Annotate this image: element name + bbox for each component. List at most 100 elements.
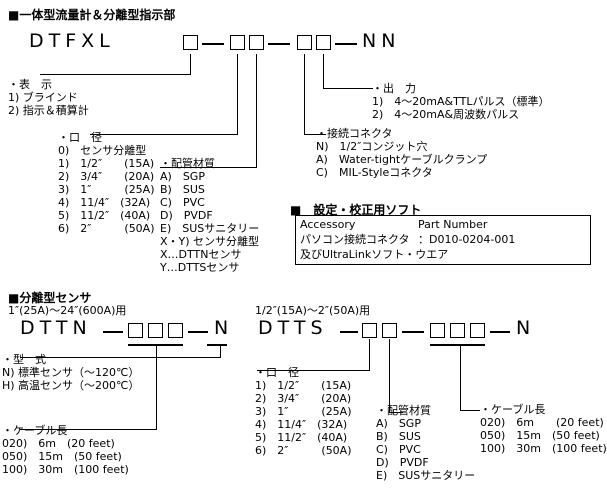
cable-item: 100) 30m (100 feet) bbox=[2, 463, 129, 476]
display-title: ・表 示 bbox=[8, 78, 52, 91]
dtts-subtitle: 1/2″(15A)～2″(50A)用 bbox=[255, 304, 371, 317]
type-underline bbox=[207, 344, 227, 346]
cable-item: 050) 15m (50 feet) bbox=[480, 429, 600, 442]
dash bbox=[335, 43, 357, 45]
pipe-material-item: D) PVDF bbox=[160, 209, 213, 222]
cable-item: 100) 30m (100 feet) bbox=[480, 442, 607, 455]
cable-title: ・ケーブル長 bbox=[2, 424, 68, 437]
dtfxl-code-suffix: NN bbox=[362, 30, 401, 52]
section1-heading: ■一体型流量計＆分離型指示部 bbox=[8, 8, 176, 22]
bore-item: 2) 3/4″ (20A) bbox=[58, 170, 155, 183]
pipe-material-item: A) SGP bbox=[376, 417, 421, 430]
bore-title: ・口 径 bbox=[58, 131, 102, 144]
bore-item: 0) センサ分離型 bbox=[58, 144, 147, 157]
dtts-code-suffix: N bbox=[516, 317, 536, 339]
dtts-cable-box-1 bbox=[430, 323, 445, 338]
line bbox=[460, 410, 480, 411]
accessory-row2-name: 及びUltraLinkソフト・ウエア bbox=[300, 248, 449, 261]
dash bbox=[490, 331, 510, 333]
line bbox=[389, 339, 390, 412]
line bbox=[304, 134, 326, 135]
cable-underline bbox=[128, 344, 183, 346]
bore-item: 4) 11/4″ (32A) bbox=[58, 196, 151, 209]
type-title: ・型 式 bbox=[2, 353, 46, 366]
dttn-subtitle: 1″(25A)～24″(600A)用 bbox=[8, 304, 127, 317]
bore-item: 6) 2″ (50A) bbox=[255, 444, 352, 457]
bore-item: 1) 1/2″ (15A) bbox=[255, 379, 352, 392]
pipe-material-item: A) SGP bbox=[160, 170, 205, 183]
output-group: ・出 力 1) 4～20mA&TTLパルス（標準） 2) 4～20mA&周波数パ… bbox=[372, 82, 549, 121]
dtts-code-prefix: DTTS bbox=[258, 317, 328, 339]
output-box bbox=[316, 35, 331, 50]
type-item: N) 標準センサ（～120℃） bbox=[2, 366, 140, 379]
dtts-cable-box-3 bbox=[470, 323, 485, 338]
line bbox=[20, 357, 221, 358]
line bbox=[90, 134, 238, 135]
bore-group: ・口 径 0) センサ分離型 1) 1/2″ (15A) 2) 3/4″ (20… bbox=[58, 131, 155, 235]
dtts-material-group: ・配管材質 A) SGP B) SUS C) PVC D) PVDF E) SU… bbox=[376, 404, 475, 482]
bore-item: 2) 3/4″ (20A) bbox=[255, 392, 352, 405]
bore-title: ・口 径 bbox=[255, 366, 299, 379]
display-group: ・表 示 1) ブラインド 2) 指示＆積算計 bbox=[8, 78, 89, 117]
line bbox=[323, 88, 373, 89]
dtts-bore-group: ・口 径 1) 1/2″ (15A) 2) 3/4″ (20A) 3) 1″ (… bbox=[255, 366, 352, 457]
dtts-cable-group: ・ケーブル長 020) 6m (20 feet) 050) 15m (50 fe… bbox=[480, 403, 607, 455]
accessory-table: Accessory Part Number パソコン接続コネクタ ：D010-0… bbox=[295, 215, 591, 265]
dttn-box-2 bbox=[148, 323, 163, 338]
bore-item: 5) 11/2″ (40A) bbox=[255, 431, 348, 444]
dash bbox=[340, 331, 358, 333]
type-item: H) 高温センサ（～200℃） bbox=[2, 379, 140, 392]
dttn-code-prefix: DTTN bbox=[20, 317, 92, 339]
cable-item: 020) 6m (20 feet) bbox=[2, 437, 115, 450]
pipe-material-item: B) SUS bbox=[376, 430, 421, 443]
cable-title: ・ケーブル長 bbox=[480, 403, 546, 416]
accessory-row1-name: パソコン接続コネクタ bbox=[300, 233, 410, 246]
output-item: 1) 4～20mA&TTLパルス（標準） bbox=[372, 95, 550, 108]
bore-item: 1) 1/2″ (15A) bbox=[58, 157, 155, 170]
dash bbox=[402, 331, 424, 333]
line bbox=[20, 429, 157, 430]
line bbox=[156, 345, 157, 429]
display-item: 2) 指示＆積算計 bbox=[8, 104, 89, 117]
line bbox=[460, 345, 461, 410]
settings-heading: ■ 設定・校正用ソフト bbox=[290, 203, 422, 217]
type-group: ・型 式 N) 標準センサ（～120℃） H) 高温センサ（～200℃） bbox=[2, 353, 139, 392]
line bbox=[40, 74, 191, 75]
display-item: 1) ブラインド bbox=[8, 91, 78, 104]
bore-item: 5) 11/2″ (40A) bbox=[58, 209, 151, 222]
cable-item: 050) 15m (50 feet) bbox=[2, 450, 122, 463]
output-title: ・出 力 bbox=[372, 82, 416, 95]
connector-group: ・接続コネクタ N) 1/2″コンジット穴 A) Water-tightケーブル… bbox=[316, 127, 487, 179]
connector-item: A) Water-tightケーブルクランプ bbox=[316, 153, 488, 166]
dttn-box-1 bbox=[128, 323, 143, 338]
dtts-cable-box-2 bbox=[450, 323, 465, 338]
line bbox=[160, 167, 257, 168]
line bbox=[323, 54, 324, 88]
pipe-material-item: D) PVDF bbox=[376, 456, 429, 469]
pipe-material-item: C) PVC bbox=[376, 443, 421, 456]
pipe-material-item: Y…DTTSセンサ bbox=[160, 261, 240, 274]
line bbox=[257, 370, 370, 371]
section2-heading: ■分離型センサ bbox=[8, 291, 92, 305]
bore-item: 3) 1″ (25A) bbox=[255, 405, 352, 418]
dttn-code-suffix: N bbox=[214, 317, 234, 339]
connector-item: C) MIL-Styleコネクタ bbox=[316, 166, 433, 179]
pipe-material-item: C) PVC bbox=[160, 196, 205, 209]
pipe-material-item: E) SUSサニタリー bbox=[376, 469, 476, 482]
pipe-material-group: ・配管材質 A) SGP B) SUS C) PVC D) PVDF E) SU… bbox=[160, 157, 259, 274]
dtts-bore-box bbox=[362, 323, 377, 338]
dtfxl-code-prefix: DTFXL bbox=[29, 30, 115, 52]
line bbox=[369, 339, 370, 370]
accessory-col-header: Accessory bbox=[300, 218, 356, 231]
line bbox=[389, 412, 403, 413]
accessory-row1-part: ：D010-0204-001 bbox=[418, 233, 516, 246]
connector-box bbox=[297, 35, 312, 50]
part-number-col-header: Part Number bbox=[418, 218, 488, 231]
line bbox=[237, 54, 238, 134]
bore-item: 4) 11/4″ (32A) bbox=[255, 418, 348, 431]
display-box bbox=[183, 35, 198, 50]
pipe-material-item: E) SUSサニタリー bbox=[160, 222, 260, 235]
pipe-material-item: X・Y) センサ分離型 bbox=[160, 235, 260, 248]
line bbox=[190, 54, 191, 74]
line bbox=[220, 345, 221, 357]
